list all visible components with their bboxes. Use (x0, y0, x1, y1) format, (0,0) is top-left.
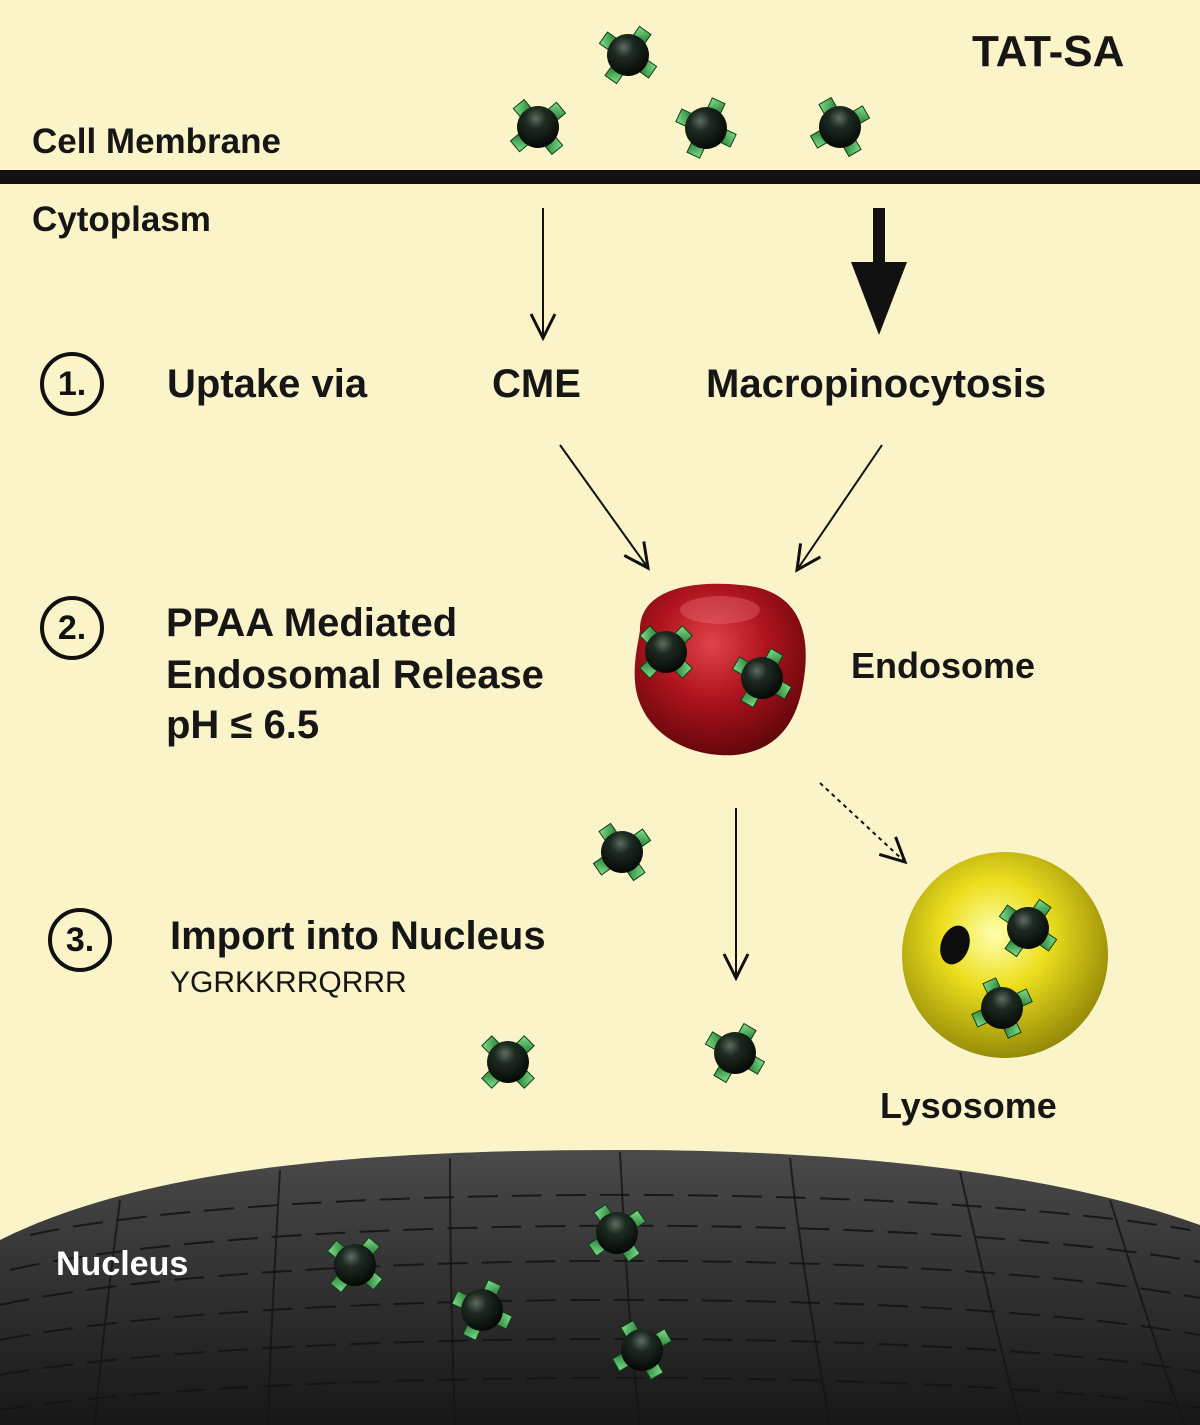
tat-sa-nanoparticle-icon (672, 94, 740, 162)
tat-sa-nanoparticle-icon (466, 1020, 550, 1104)
macropinocytosis-label: Macropinocytosis (706, 362, 1047, 406)
step-1-marker: 1. (40, 352, 104, 416)
cme-label: CME (492, 362, 581, 406)
lysosome-vesicle (902, 852, 1108, 1058)
tat-sa-nanoparticle-icon (495, 84, 581, 170)
tat-sa-nanoparticle-icon (578, 808, 666, 896)
endosome-label: Endosome (851, 645, 1036, 686)
step-1-text: Uptake via (167, 362, 368, 406)
tat-sa-nanoparticle-icon (796, 83, 884, 171)
diagram-title: TAT-SA (972, 27, 1125, 76)
step-2-marker: 2. (40, 596, 104, 660)
lysosome-label: Lysosome (880, 1085, 1057, 1126)
step-3-marker: 3. (48, 908, 112, 972)
arrow-cme-to-endosome (559, 444, 648, 568)
cell-membrane-label: Cell Membrane (32, 122, 281, 161)
tat-sa-nanoparticle-icon (699, 1017, 771, 1089)
step-3-text: Import into Nucleus (170, 914, 546, 958)
nucleus-shape (0, 1150, 1200, 1425)
step-2-line3: pH ≤ 6.5 (166, 703, 320, 747)
arrow-macro-to-endosome (797, 444, 883, 570)
tat-peptide-sequence: YGRKKRRQRRR (170, 966, 407, 999)
arrow-endosome-to-lysosome (819, 782, 905, 862)
nucleus-label: Nucleus (56, 1245, 189, 1283)
arrow-macropinocytosis-down (851, 208, 907, 335)
step-2-line1: PPAA Mediated (166, 601, 458, 645)
step-2-line2: Endosomal Release (166, 653, 544, 697)
tat-sa-nanoparticle-icon (590, 17, 666, 93)
cell-membrane-line (0, 170, 1200, 184)
cytoplasm-label: Cytoplasm (32, 200, 211, 239)
endosome-vesicle (634, 583, 806, 756)
